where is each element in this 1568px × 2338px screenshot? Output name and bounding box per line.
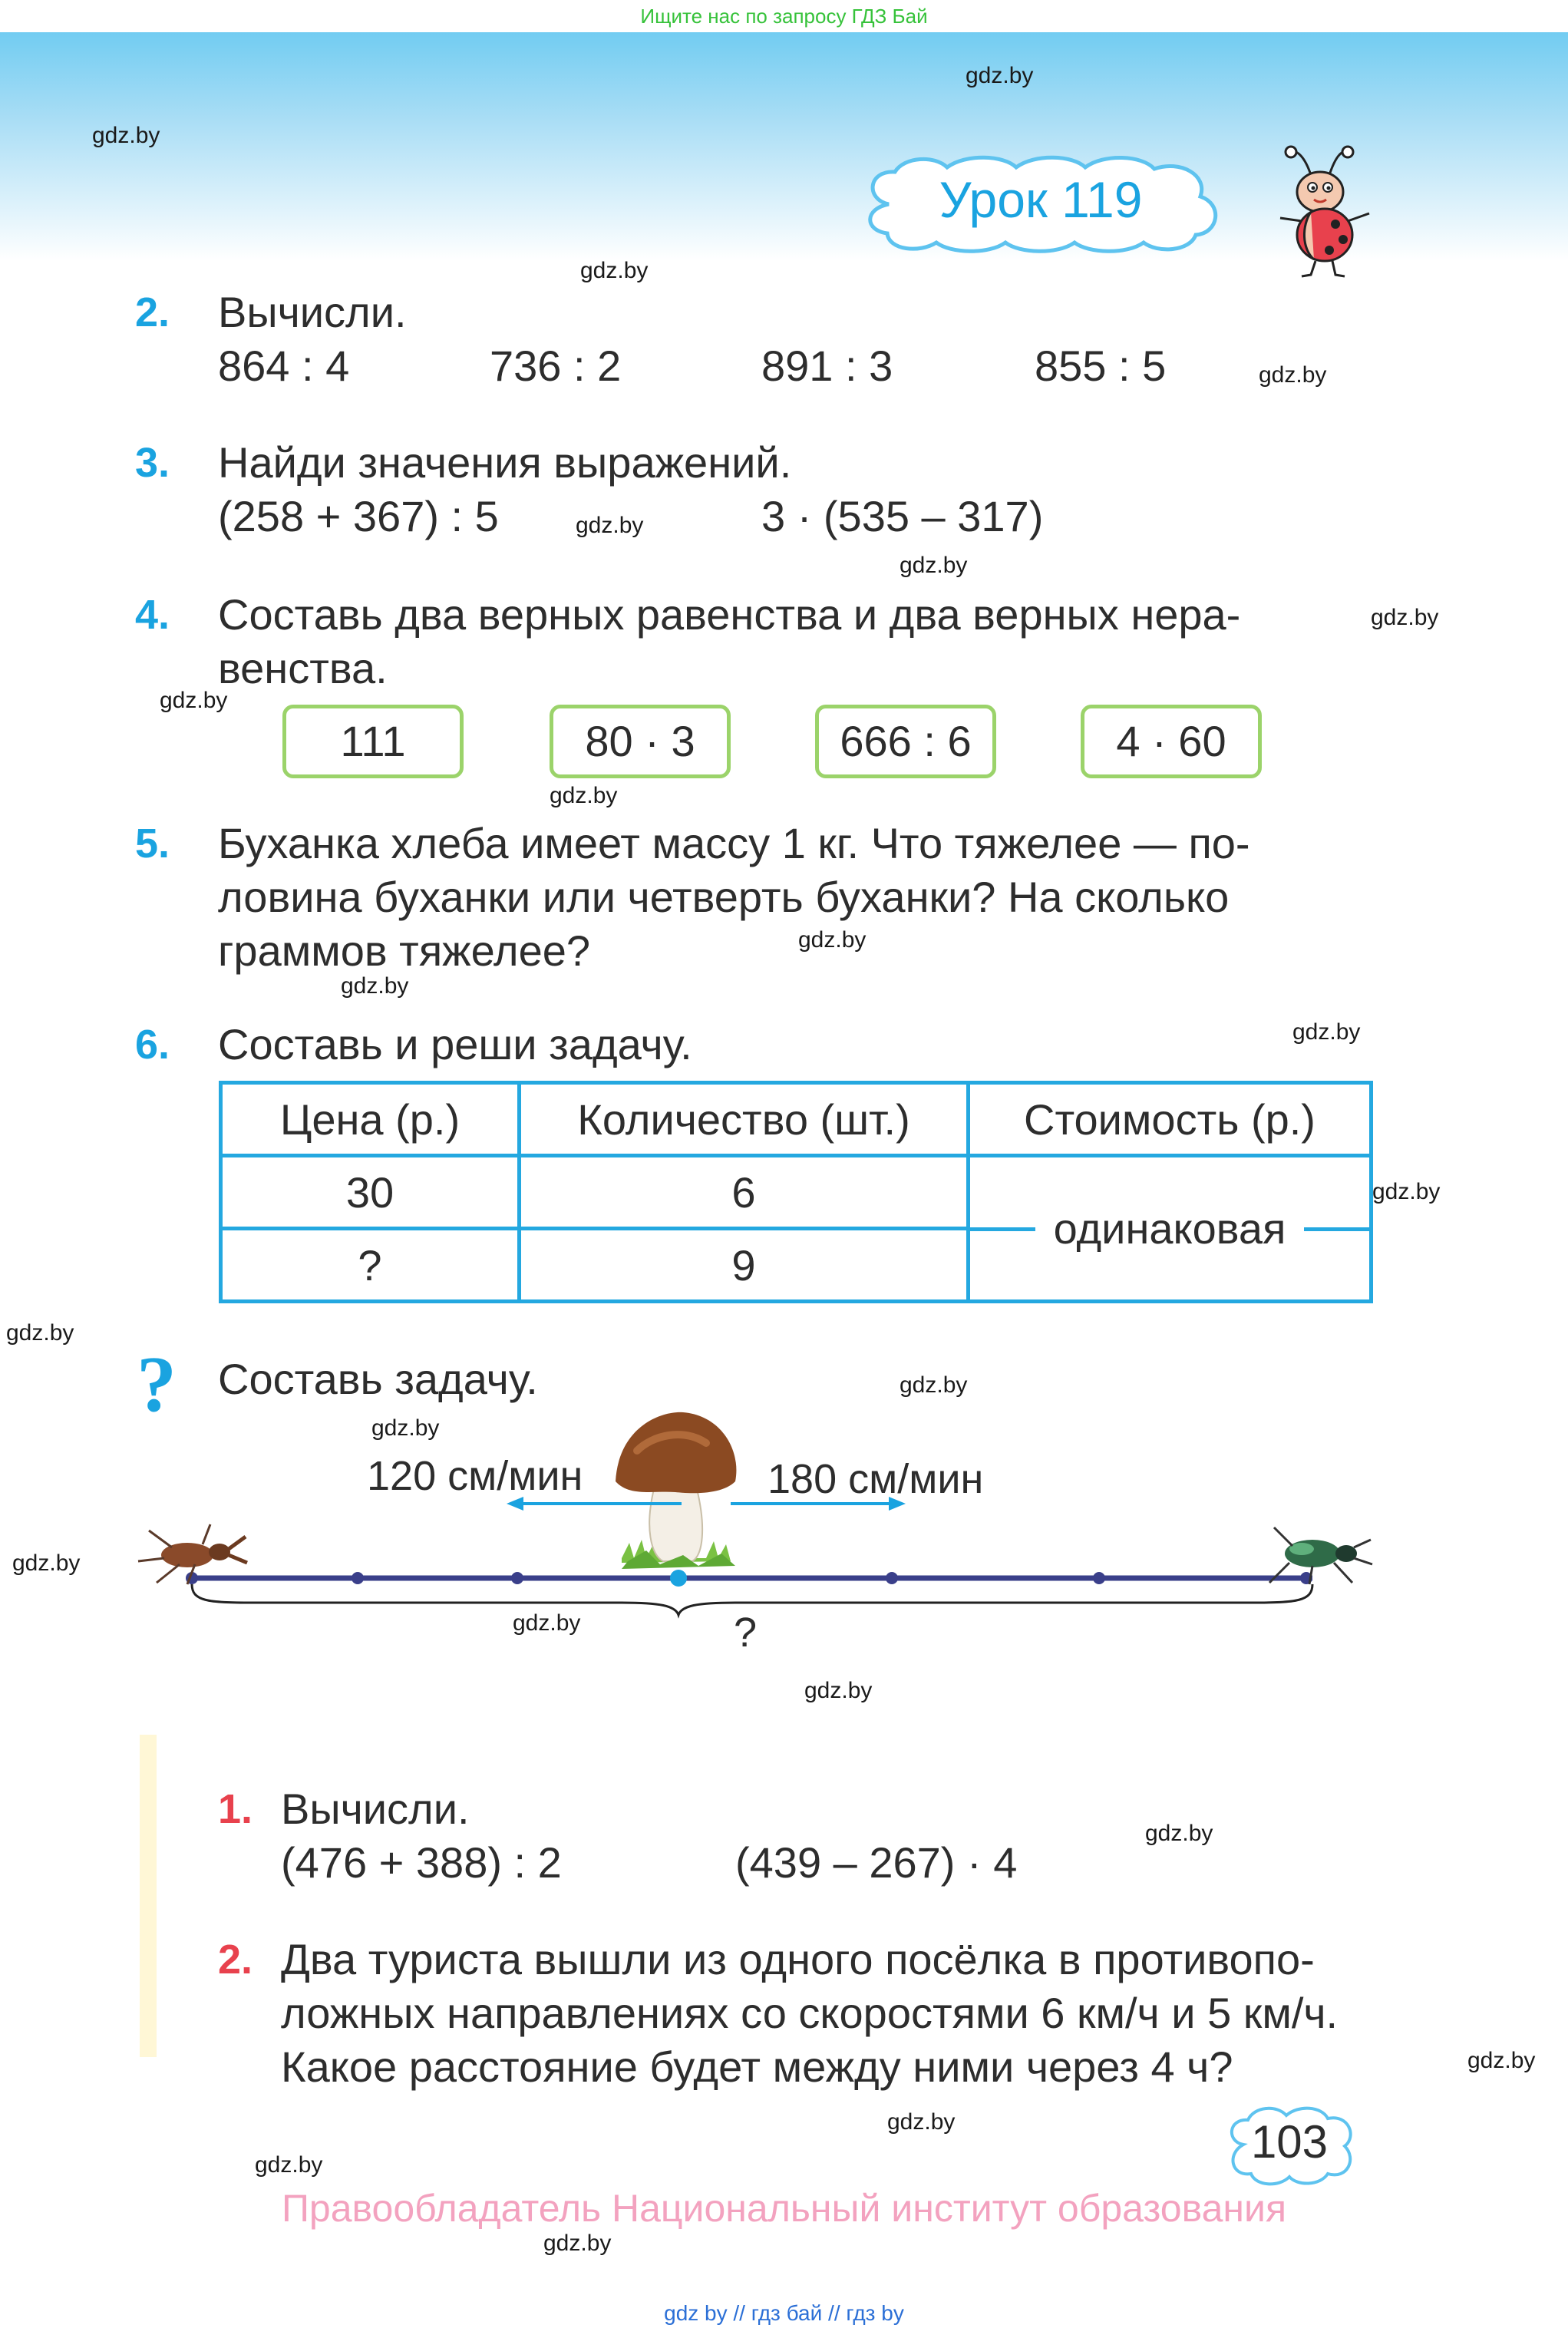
task-4-line-1: Составь два верных равенства и два верны… [218,590,1241,639]
speed-right-label: 180 см/мин [767,1456,984,1502]
task-5-line-2: ловина буханки или четверть буханки? На … [218,873,1230,921]
ladybug-icon [1279,145,1370,278]
speed-left-label: 120 см/мин [367,1453,583,1499]
watermark: gdz.by [966,63,1034,88]
watermark: gdz.by [160,688,228,713]
task-2-number: 2. [135,289,170,335]
homework-2-number: 2. [218,1937,253,1983]
task-6-number: 6. [135,1022,170,1068]
watermark: gdz.by [887,2109,956,2135]
page-number-cloud [1230,2106,1352,2186]
task-5-line-3: граммов тяжелее? [218,926,590,975]
task-4-box-3: 666 : 6 [815,705,996,778]
watermark: gdz.by [12,1550,81,1576]
homework-1-number: 1. [218,1786,253,1832]
header-quantity: Количество (шт.) [517,1081,970,1157]
mushroom-icon [616,1412,737,1569]
task-4-line-2: венства. [218,644,388,692]
task-4-box-4: 4 · 60 [1081,705,1262,778]
watermark: gdz.by [1372,1179,1441,1204]
watermark: gdz.by [1467,2048,1536,2073]
watermark: gdz.by [371,1415,440,1441]
task-2-expr-4: 855 : 5 [1035,342,1167,390]
lesson-cloud-badge [868,155,1218,253]
task-5-line-1: Буханка хлеба имеет массу 1 кг. Что тяже… [218,819,1250,867]
svg-text:?: ? [137,1345,177,1422]
watermark: gdz.by [798,927,867,953]
watermark: gdz.by [900,553,968,578]
page-number: 103 [1250,2116,1329,2168]
puzzle-title: Составь задачу. [218,1355,538,1403]
watermark: gdz.by [543,2231,612,2256]
homework-2-line-1: Два туриста вышли из одного посёлка в пр… [281,1935,1315,1983]
homework-1-title: Вычисли. [281,1785,470,1833]
task-4-number: 4. [135,592,170,638]
task-2-expr-2: 736 : 2 [490,342,622,390]
cost-merged-label: одинаковая [1035,1204,1305,1253]
header-cost: Стоимость (р.) [966,1081,1373,1157]
task-3-title: Найди значения выражений. [218,438,792,487]
task-4-box-2: 80 · 3 [550,705,731,778]
task-3-expr-1: (258 + 367) : 5 [218,492,499,540]
watermark: gdz.by [900,1372,968,1398]
watermark: gdz.by [1371,605,1439,630]
watermark: gdz.by [580,258,649,283]
cell-price-1: 30 [219,1154,521,1230]
speed-arrows [507,1497,906,1511]
distance-question: ? [734,1610,758,1656]
bottom-links[interactable]: gdz by // гдз бай // гдз by [664,2301,904,2325]
watermark: gdz.by [513,1610,581,1636]
homework-1-expr-2: (439 – 267) · 4 [735,1838,1018,1887]
question-mark-icon: ? [137,1345,177,1422]
cell-quantity-1: 6 [517,1154,970,1230]
task-2-title: Вычисли. [218,288,407,336]
watermark: gdz.by [1259,362,1327,388]
watermark: gdz.by [255,2152,323,2178]
watermark: gdz.by [6,1320,74,1346]
watermark: gdz.by [1145,1821,1213,1846]
task-2-expr-1: 864 : 4 [218,342,350,390]
task-6-table: Цена (р.) Количество (шт.) Стоимость (р.… [219,1081,1373,1303]
watermark: gdz.by [1292,1019,1361,1045]
top-banner[interactable]: Ищите нас по запросу ГДЗ Бай [0,0,1568,32]
watermark: gdz.by [804,1678,873,1703]
homework-2-line-2: ложных направлениях со скоростями 6 км/ч… [281,1989,1339,2037]
task-3-number: 3. [135,440,170,486]
cell-price-2: ? [219,1227,521,1303]
watermark: gdz.by [576,513,644,538]
homework-1-expr-1: (476 + 388) : 2 [281,1838,562,1887]
task-4-box-1: 111 [282,705,464,778]
task-6-title: Составь и реши задачу. [218,1020,692,1068]
task-5-number: 5. [135,821,170,867]
lesson-title: Урок 119 [939,171,1143,228]
left-beetle-icon [137,1524,248,1585]
distance-line-diagram [186,1570,1314,1619]
cell-cost-merged: одинаковая [966,1154,1373,1303]
homework-frame [134,1727,821,2092]
homework-2-line-3: Какое расстояние будет между ними через … [281,2042,1233,2091]
watermark: gdz.by [92,123,160,148]
header-price: Цена (р.) [219,1081,521,1157]
task-2-expr-3: 891 : 3 [761,342,893,390]
task-3-expr-2: 3 · (535 – 317) [761,492,1044,540]
right-beetle-icon [1268,1526,1373,1585]
watermark: gdz.by [341,973,409,999]
copyright-notice: Правообладатель Национальный институт об… [281,2187,1287,2230]
watermark: gdz.by [550,783,618,808]
cell-quantity-2: 9 [517,1227,970,1303]
